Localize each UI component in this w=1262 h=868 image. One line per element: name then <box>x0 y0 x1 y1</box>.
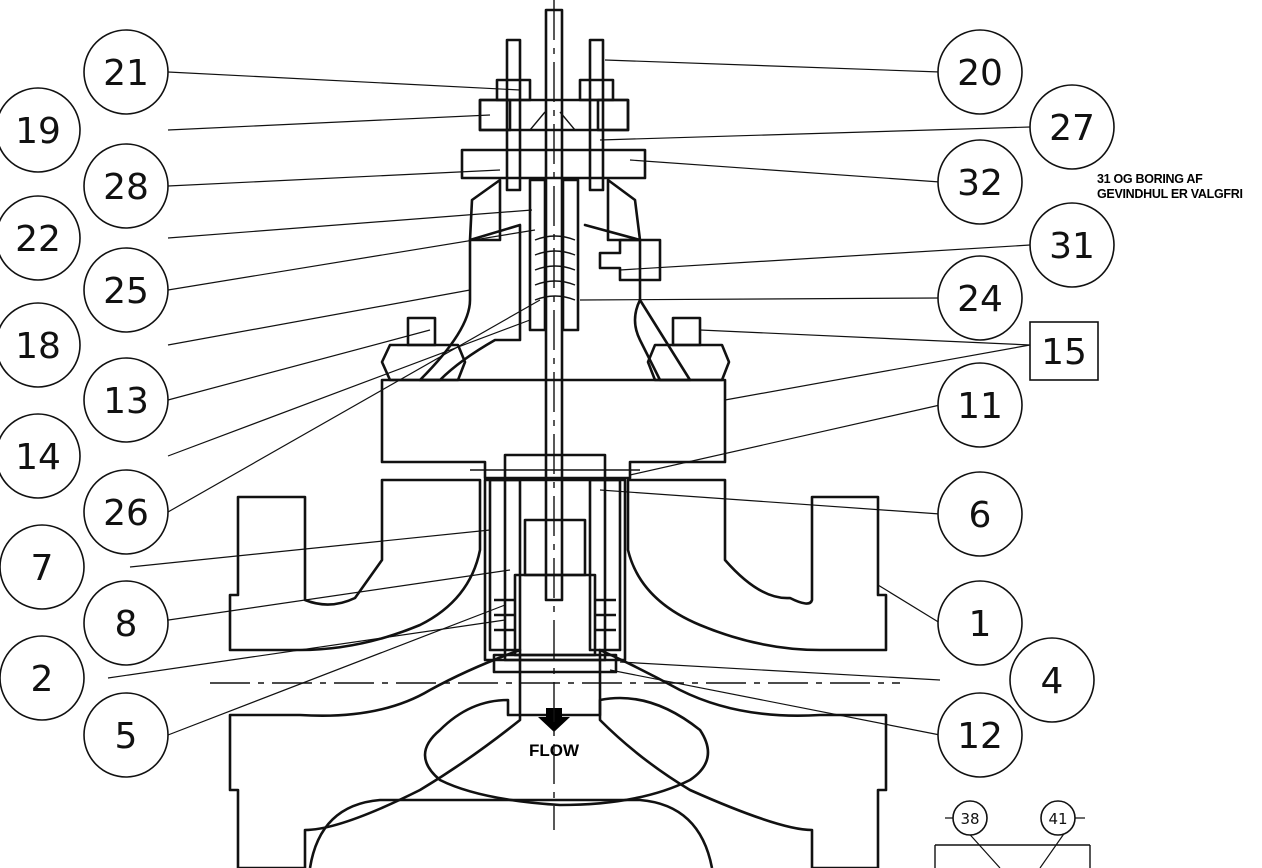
callout-label: 4 <box>1041 661 1064 702</box>
note-line: 31 OG BORING AF <box>1097 172 1203 186</box>
bonnet <box>380 38 731 480</box>
callout-label: 20 <box>957 53 1003 94</box>
callout-label: 8 <box>115 604 138 645</box>
callout-label: 14 <box>15 437 61 478</box>
callout-label: 21 <box>103 53 149 94</box>
callout-label: 5 <box>115 716 138 757</box>
note-line: GEVINDHUL ER VALGFRI <box>1097 187 1243 201</box>
callout-label: 1 <box>969 604 992 645</box>
callout-label: 12 <box>957 716 1003 757</box>
right-callouts: 20 27 32 31 24 15 11 6 1 4 12 <box>579 29 1115 778</box>
callout-label: 6 <box>969 495 992 536</box>
detail-symbols: 38 41 <box>934 800 1091 868</box>
callout-label: 24 <box>957 279 1003 320</box>
centerlines <box>210 0 900 830</box>
callout-label: 7 <box>31 548 54 589</box>
callout-label: 26 <box>103 493 149 534</box>
boxed-callout <box>1029 321 1099 381</box>
callout-label: 19 <box>15 111 61 152</box>
callout-label: 27 <box>1049 108 1095 149</box>
callout-label: 25 <box>103 271 149 312</box>
callout-label: 11 <box>957 386 1003 427</box>
callout-label: 32 <box>957 163 1003 204</box>
callout-label: 22 <box>15 219 61 260</box>
trim-assembly: FLOW <box>470 8 640 760</box>
detail-callout-label: 41 <box>1048 810 1067 828</box>
boxed-callout-label: 15 <box>1041 332 1087 373</box>
callout-label: 13 <box>103 381 149 422</box>
callout-label: 2 <box>31 659 54 700</box>
optional-note: 31 OG BORING AF GEVINDHUL ER VALGFRI <box>1097 172 1243 201</box>
callout-label: 28 <box>103 167 149 208</box>
callout-label: 18 <box>15 326 61 367</box>
left-callouts: 21 19 28 22 25 18 13 14 26 7 8 2 5 <box>0 29 541 778</box>
valve-body <box>228 478 888 868</box>
callout-label: 31 <box>1049 226 1095 267</box>
detail-callout-label: 38 <box>960 810 979 828</box>
